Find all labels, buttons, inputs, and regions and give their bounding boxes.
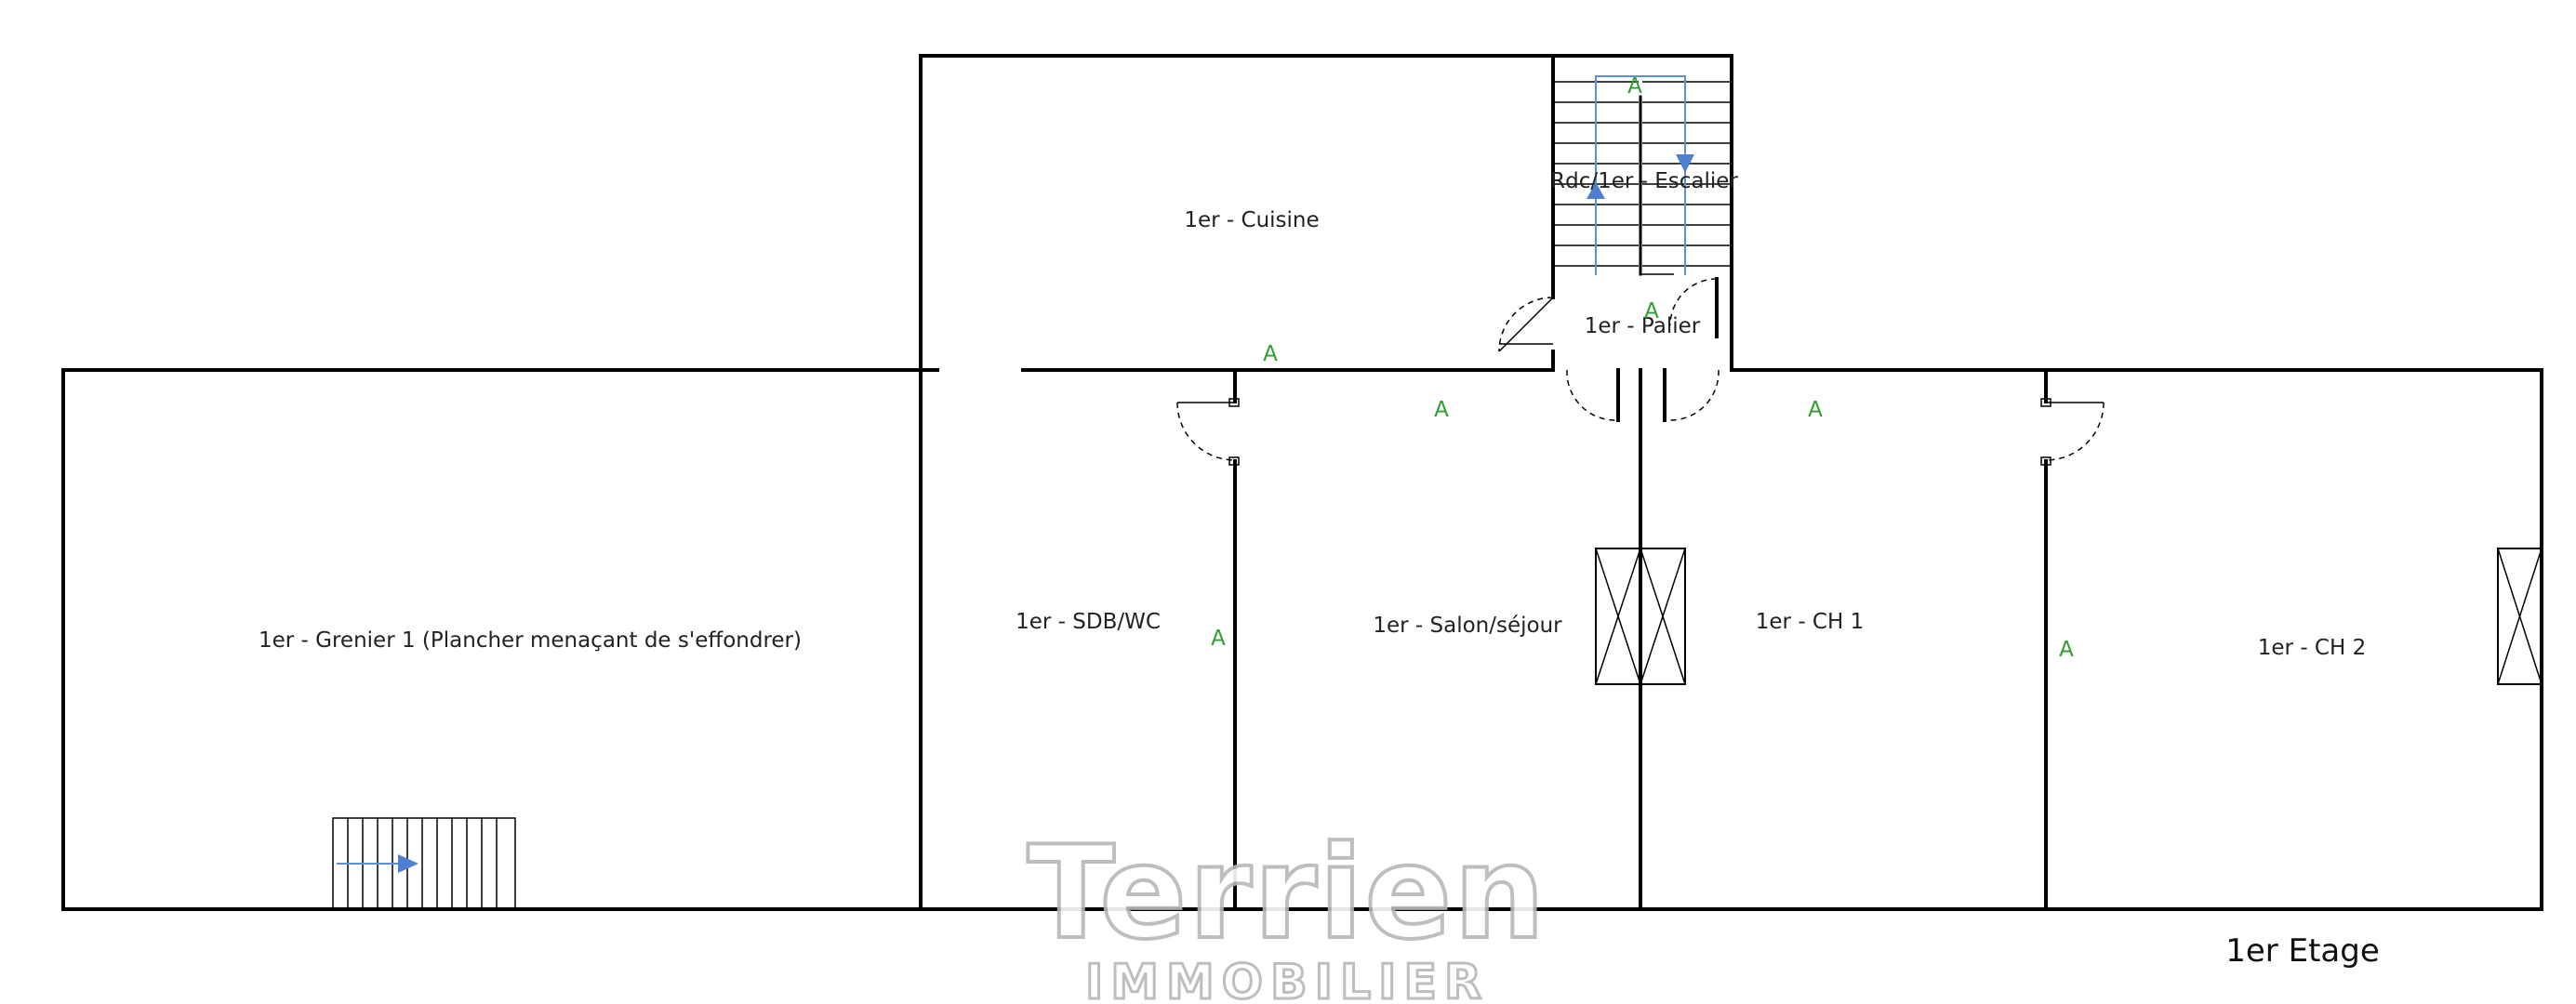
room-label-ch2: 1er - CH 2 [2258, 636, 2366, 660]
marker-salon: A [1434, 398, 1449, 422]
doors [1176, 278, 2105, 466]
room-label-cuisine: 1er - Cuisine [1184, 208, 1319, 232]
exterior-walls [61, 54, 2543, 911]
attic-staircase [332, 817, 516, 910]
room-label-salon: 1er - Salon/séjour [1373, 614, 1562, 638]
marker-ch1: A [1808, 398, 1823, 422]
closet-ch2 [2497, 548, 2543, 685]
main-staircase [1553, 75, 1732, 276]
room-label-palier: 1er - Palier [1585, 314, 1701, 338]
watermark-brand: Terrien [1028, 818, 1547, 968]
room-label-ch1: 1er - CH 1 [1756, 610, 1864, 634]
closet-salon-ch1 [1595, 548, 1686, 685]
watermark-logo: Terrien IMMOBILIER [1026, 816, 1547, 1004]
marker-sdb: A [1211, 627, 1226, 651]
room-label-sdb: 1er - SDB/WC [1016, 610, 1161, 634]
room-label-escalier: Rdc/1er - Escalier [1550, 169, 1738, 193]
marker-stair: A [1627, 74, 1642, 99]
marker-kitchen: A [1263, 342, 1278, 366]
watermark-subtitle: IMMOBILIER [1085, 955, 1489, 1004]
room-label-grenier: 1er - Grenier 1 (Plancher menaçant de s'… [259, 628, 802, 653]
interior-walls [1021, 54, 2048, 911]
marker-palier: A [1644, 299, 1659, 324]
marker-ch2: A [2059, 638, 2074, 662]
floor-label: 1er Etage [2225, 932, 2379, 970]
